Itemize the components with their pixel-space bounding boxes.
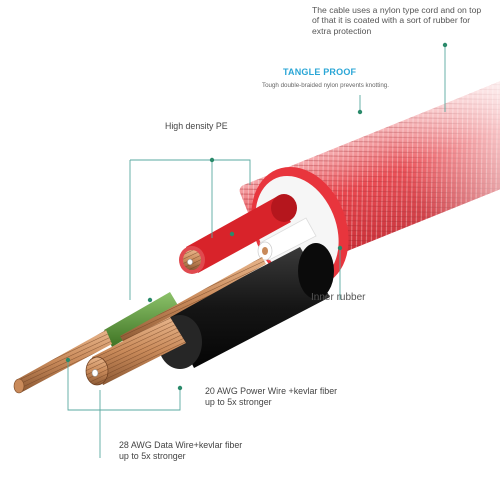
tangle-proof-title: TANGLE PROOF xyxy=(283,67,357,77)
tangle-proof-description: Tough double-braided nylon prevents knot… xyxy=(262,82,389,89)
high-density-pe-label: High density PE xyxy=(165,121,228,131)
nylon-coating-note: The cable uses a nylon type cord and on … xyxy=(312,5,482,36)
white-wire xyxy=(257,217,317,261)
red-wire xyxy=(179,194,297,274)
callout-markers xyxy=(65,42,448,391)
power-wire-label: 20 AWG Power Wire +kevlar fiber up to 5x… xyxy=(205,386,338,407)
power-wire-core xyxy=(85,317,186,386)
inner-rubber-label: Inner rubber xyxy=(311,292,366,303)
copper-strand xyxy=(120,257,266,343)
data-wire-label: 28 AWG Data Wire+kevlar fiber up to 5x s… xyxy=(119,440,243,461)
green-wire xyxy=(13,292,179,394)
